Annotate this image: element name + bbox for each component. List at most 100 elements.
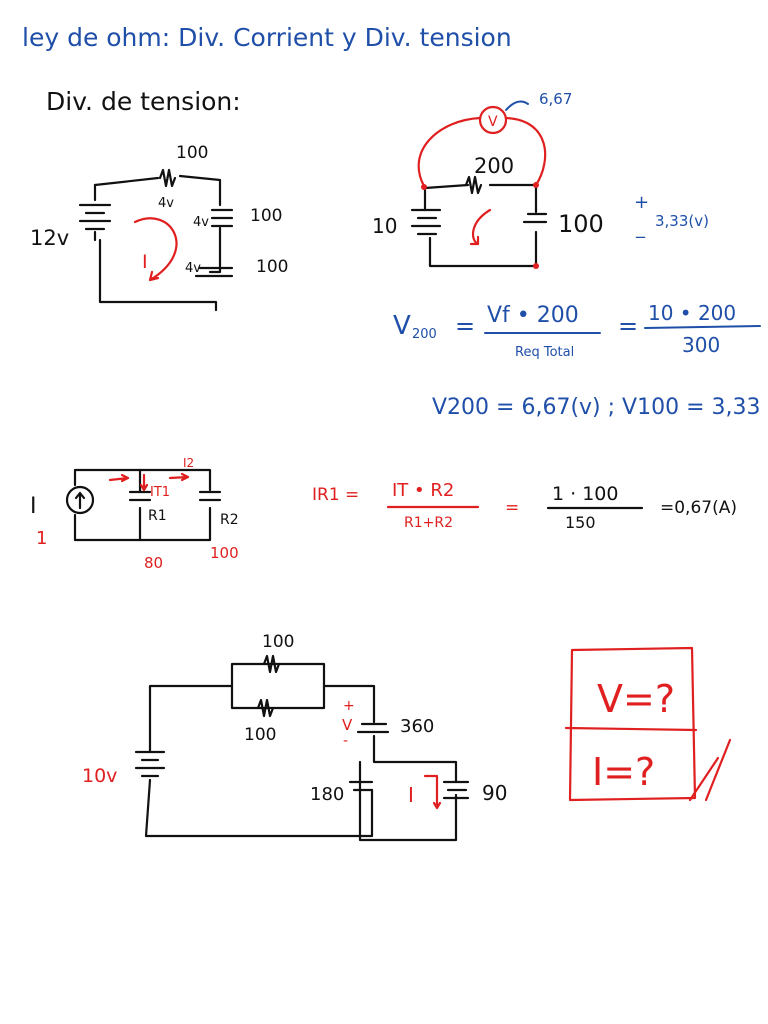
circuit-4-source-label: 10v <box>82 765 117 787</box>
formula-ir1-equals: = <box>505 498 519 518</box>
formula-v200-numerator-2: 10 • 200 <box>648 301 736 325</box>
formula-v200-denominator: Req Total <box>515 345 574 360</box>
circuit-4-left-wire <box>144 684 374 838</box>
circuit-3-r2-value: 100 <box>210 544 239 562</box>
circuit-3-source-value: 1 <box>36 528 47 549</box>
circuit-2-plus: + <box>634 192 649 213</box>
circuit-4-current-label: I <box>408 783 414 807</box>
circuit-4-resistor-90 <box>442 780 470 800</box>
circuit-4-parallel-block <box>230 662 326 710</box>
circuit-3-branch-current: IT1 <box>150 485 170 500</box>
circuit-2-voltmeter-icon <box>478 105 508 135</box>
circuit-2-source-label: 10 <box>372 214 397 238</box>
question-box: V=? I=? <box>564 646 732 802</box>
circuit-3-source-arrow-icon <box>74 491 86 510</box>
circuit-2-minus: _ <box>635 218 646 239</box>
formula-v200-denominator-2: 300 <box>682 333 720 357</box>
formula-ir1-numerator-2: 1 · 100 <box>552 483 618 505</box>
circuit-3-total-current-arrow <box>108 473 130 483</box>
circuit-1-resistor-right <box>210 208 234 228</box>
section-heading-tension: Div. de tension: <box>46 87 241 116</box>
formula-v200-equals: = <box>455 312 475 340</box>
circuit-1-drop-bottom: 4v <box>185 261 201 276</box>
question-box-frame <box>568 646 697 802</box>
circuit-2-resistor-100 <box>522 212 548 224</box>
formula-v200-fraction-bar-2 <box>644 325 761 329</box>
circuit-4-resistor-360 <box>356 722 390 734</box>
circuit-2-r-right-label: 100 <box>558 210 604 238</box>
circuit-1-current-label: I <box>142 251 148 273</box>
circuit-2-node-right <box>533 182 539 188</box>
circuit-3-i2-label: I2 <box>183 456 194 470</box>
circuit-3-source-label: I <box>30 494 37 519</box>
circuit-2-r-top-label: 200 <box>474 154 514 178</box>
circuit-1-left-wire <box>93 183 218 312</box>
formula-ir1-lhs: IR1 = <box>312 485 359 505</box>
circuit-2-voltage-divider: V 6,67 10 200 100 + _ 3,33(v) <box>372 90 709 269</box>
formula-v200: V 200 = Vf • 200 Req Total = 10 • 200 30… <box>393 301 761 420</box>
circuit-4-mixed: 100 100 360 180 90 10v + V - I <box>82 632 507 842</box>
question-box-slash-marks <box>688 738 732 802</box>
circuit-4-r-90: 90 <box>482 781 507 805</box>
circuit-3-r1-value: 80 <box>144 554 163 572</box>
formula-v200-numerator: Vf • 200 <box>487 303 579 328</box>
circuit-4-resistor-100-top <box>262 654 281 674</box>
formula-v200-equals-2: = <box>618 312 638 340</box>
circuit-2-node-bottom <box>533 263 539 269</box>
formula-v200-result: V200 = 6,67(v) ; V100 = 3,33 <box>432 395 760 420</box>
circuit-1-battery-symbol <box>78 203 112 231</box>
circuit-1-drop-top: 4v <box>158 196 174 211</box>
formula-ir1: IR1 = IT • R2 R1+R2 = 1 · 100 150 =0,67(… <box>312 480 737 532</box>
circuit-2-voltmeter-leads <box>417 116 547 188</box>
circuit-2-node-left <box>421 184 427 190</box>
circuit-2-current-arrow <box>469 208 492 246</box>
circuit-4-v-plus: + <box>343 698 355 714</box>
formula-ir1-denominator: R1+R2 <box>404 515 453 531</box>
circuit-2-resistor-200 <box>464 175 483 195</box>
circuit-3-wires <box>73 468 212 542</box>
circuit-4-right-wires <box>322 684 458 842</box>
circuit-2-v-right: 3,33(v) <box>655 212 709 230</box>
circuit-4-r-par-bottom: 100 <box>244 725 276 745</box>
circuit-3-i2-arrow <box>168 472 190 482</box>
circuit-4-v-label: V <box>342 716 353 734</box>
page-title: ley de ohm: Div. Corrient y Div. tension <box>22 23 512 52</box>
circuit-3-current-divider: I 1 IT1 I2 R1 R2 80 100 <box>30 456 239 572</box>
formula-v200-lhs-sub: 200 <box>412 327 437 342</box>
circuit-4-v-minus: - <box>343 733 348 749</box>
circuit-4-r-180: 180 <box>310 784 344 805</box>
circuit-4-r-360: 360 <box>400 716 434 737</box>
circuit-3-resistor-symbols <box>128 490 222 502</box>
circuit-4-battery-symbol <box>134 750 166 778</box>
question-box-q2: I=? <box>592 750 655 794</box>
circuit-1-series: 12v 100 100 100 4v 4v 4v I <box>30 143 288 312</box>
circuit-1-r-right-label: 100 <box>250 206 282 226</box>
circuit-4-r-par-top: 100 <box>262 632 294 652</box>
circuit-4-resistor-180 <box>348 780 374 792</box>
circuit-2-wires <box>423 183 538 268</box>
question-box-q1: V=? <box>597 677 675 721</box>
circuit-1-current-arrow <box>133 217 178 282</box>
circuit-3-r2-label: R2 <box>220 512 239 528</box>
question-box-divider <box>564 726 698 732</box>
circuit-3-i1-arrow <box>139 473 149 492</box>
circuit-1-r-bottom-label: 100 <box>256 257 288 277</box>
circuit-2-battery-symbol <box>410 208 442 236</box>
circuit-1-resistor-top <box>158 168 177 188</box>
circuit-2-voltmeter-reading: 6,67 <box>539 90 572 108</box>
formula-ir1-result: =0,67(A) <box>660 498 737 518</box>
circuit-1-r-top-label: 100 <box>176 143 208 163</box>
circuit-4-resistor-100-bottom <box>256 698 275 718</box>
formula-ir1-denominator-2: 150 <box>565 513 596 532</box>
circuit-3-r1-label: R1 <box>148 508 167 524</box>
formula-ir1-numerator: IT • R2 <box>392 480 454 501</box>
circuit-2-voltmeter-label: V <box>488 114 498 130</box>
circuit-2-reading-pointer <box>505 100 529 111</box>
formula-v200-lhs: V <box>393 311 411 341</box>
circuit-3-current-source-icon <box>65 485 95 515</box>
circuit-4-current-arrow <box>423 774 442 810</box>
circuit-1-right-wire <box>93 174 222 274</box>
circuit-1-drop-right: 4v <box>193 215 209 230</box>
circuit-1-resistor-bottom <box>194 266 234 278</box>
